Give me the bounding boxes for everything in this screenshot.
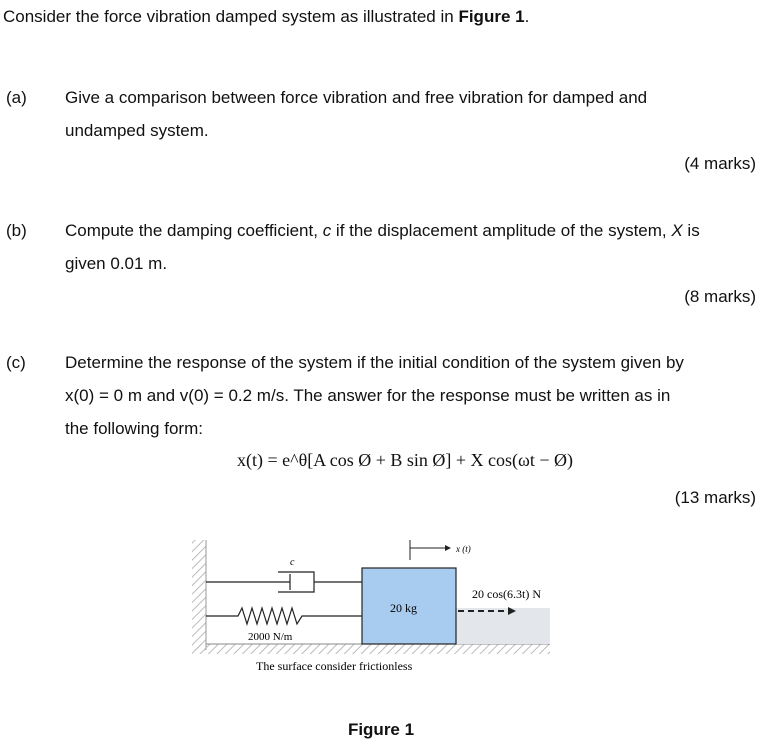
- intro-period: .: [524, 7, 530, 26]
- response-equation: x(t) = e^θ[A cos Ø + B sin Ø] + X cos(ωt…: [237, 450, 573, 470]
- wall: [192, 540, 206, 650]
- question-a-line2: undamped system.: [65, 121, 209, 140]
- question-b-line1-part2: if the displacement amplitude of the sys…: [331, 221, 672, 240]
- question-b-text: Compute the damping coefficient, c if th…: [65, 214, 757, 280]
- figure-caption: Figure 1: [347, 720, 415, 739]
- question-b-line2: given 0.01 m.: [65, 254, 168, 273]
- question-a-marks: (4 marks): [684, 154, 756, 173]
- mass-block: [361, 567, 457, 645]
- spring: [206, 605, 362, 627]
- question-b-line1: Compute the damping coefficient, c if th…: [65, 214, 757, 247]
- amplitude-var: X: [671, 221, 683, 240]
- question-c-label: (c): [6, 353, 26, 372]
- question-c-marks: (13 marks): [674, 488, 756, 507]
- question-b-line1-part3: is: [682, 221, 700, 240]
- spring-label: 2000 N/m: [248, 631, 293, 643]
- damper-label: c: [290, 557, 295, 568]
- question-b-marks: (8 marks): [684, 287, 756, 306]
- force-label: 20 cos(6.3t) N: [472, 587, 541, 601]
- intro-line: Consider the force vibration damped syst…: [3, 6, 529, 28]
- surface-note: The surface consider frictionless: [256, 659, 413, 673]
- question-a-line1: Give a comparison between force vibratio…: [65, 88, 648, 107]
- displacement-label: x (t): [455, 544, 471, 554]
- question-c-line3: the following form:: [65, 419, 203, 438]
- figure-diagram: c 2000 N/m 20 kg x (t) 20 cos(6.3t) N Th…: [192, 540, 550, 673]
- question-c-line1: Determine the response of the system if …: [65, 353, 684, 372]
- question-b-line1-part1: Compute the damping coefficient,: [65, 221, 323, 240]
- figure-reference: Figure 1: [458, 7, 525, 26]
- mass-label: 20 kg: [390, 601, 417, 615]
- question-c-line2: x(0) = 0 m and v(0) = 0.2 m/s. The answe…: [65, 386, 671, 405]
- question-c-text: Determine the response of the system if …: [65, 346, 757, 445]
- question-b-label: (b): [6, 221, 27, 240]
- ground: [192, 644, 550, 654]
- intro-text: Consider the force vibration damped syst…: [3, 7, 459, 26]
- damper: [206, 571, 362, 593]
- question-a-label: (a): [6, 88, 27, 107]
- question-a-text: Give a comparison between force vibratio…: [65, 81, 757, 147]
- damping-var: c: [322, 221, 332, 240]
